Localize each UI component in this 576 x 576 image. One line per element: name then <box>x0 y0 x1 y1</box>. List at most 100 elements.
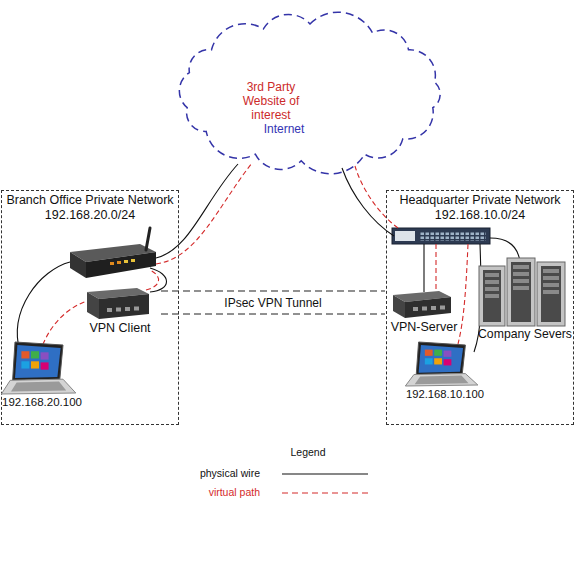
device-port <box>134 307 139 311</box>
drive-bay <box>513 265 529 269</box>
tunnel-inner <box>161 292 385 314</box>
region-title: 192.168.20.0/24 <box>3 208 177 223</box>
laptop-bezel <box>416 342 465 375</box>
laptop-screen <box>419 345 463 373</box>
device-port <box>440 306 445 310</box>
network-region: VPN Client 192.168.20.100 Branch Office Pr… <box>1 190 179 425</box>
device-port <box>413 307 418 311</box>
router-front <box>86 252 156 278</box>
drive-bay <box>485 287 499 291</box>
legend-row: physical wire <box>150 464 390 483</box>
screen-tile <box>444 351 452 357</box>
screen-tile <box>21 361 29 368</box>
region-title: Headquarter Private Network <box>388 193 572 208</box>
drive-bay <box>513 279 529 283</box>
laptop-keyboard <box>11 381 66 391</box>
device-label: Company Severs <box>475 328 575 340</box>
switch-panel <box>395 231 415 241</box>
drive-bay <box>513 286 529 290</box>
device-side <box>87 292 99 319</box>
tunnel-label: IPsec VPN Tunnel <box>221 296 324 310</box>
virtual-path <box>146 270 159 290</box>
server-front <box>511 262 531 322</box>
device-side <box>393 295 405 318</box>
device-front <box>99 294 149 319</box>
drive-bay <box>543 269 559 273</box>
laptop-base <box>405 374 478 386</box>
laptop-host: 192.168.20.100 <box>0 340 85 411</box>
cloud-text: 3rd Party Website of interest <box>228 80 314 122</box>
vpn-device: VPN Client <box>79 282 161 337</box>
router-port <box>117 261 121 264</box>
vpn-device: VPN-Server <box>385 285 463 336</box>
device-front <box>405 297 451 318</box>
legend: physical wire virtual path <box>150 464 390 502</box>
device-port <box>431 306 436 310</box>
server-group: Company Severs <box>475 254 575 343</box>
drive-bay <box>485 273 499 277</box>
virtual-path <box>458 244 468 344</box>
physical-wire <box>17 262 70 352</box>
server-case <box>507 258 535 326</box>
device-label: VPN-Server <box>385 321 463 333</box>
server-front <box>483 270 501 322</box>
region-title: 192.168.10.0/24 <box>388 208 572 223</box>
screen-tile <box>425 350 433 356</box>
server-case <box>537 262 565 326</box>
drive-bay <box>543 290 559 294</box>
laptop-base <box>1 379 75 394</box>
router-antenna <box>146 228 150 250</box>
screen-tile <box>444 359 452 365</box>
device-port <box>125 307 130 311</box>
virtual-path <box>156 163 252 264</box>
screen-tile <box>434 358 442 364</box>
device-label: 192.168.20.100 <box>0 396 85 408</box>
router-port <box>110 262 114 265</box>
device-port <box>107 308 112 312</box>
virtual-path <box>355 166 398 228</box>
network-region: VPN-Server 192.168.10.100 Company Severs He… <box>386 190 574 425</box>
drive-bay <box>543 283 559 287</box>
device-label: VPN Client <box>79 322 161 334</box>
legend-row: virtual path <box>150 483 390 502</box>
device-port <box>116 308 121 312</box>
screen-tile <box>425 358 433 364</box>
server-front <box>541 266 561 322</box>
laptop-host: 192.168.10.100 <box>403 340 487 403</box>
drive-bay <box>485 280 499 284</box>
legend-text: physical wire <box>150 467 260 480</box>
legend-swatch <box>282 468 370 480</box>
tunnel-outline <box>161 291 385 315</box>
virtual-path <box>435 244 436 292</box>
device-port <box>422 307 427 311</box>
router-side <box>70 252 86 278</box>
laptop-screen <box>15 345 61 378</box>
drive-bay <box>513 272 529 276</box>
physical-wire <box>423 244 424 292</box>
laptop-bezel <box>13 342 63 380</box>
legend-sample <box>282 473 368 474</box>
region-title: Branch Office Private Network <box>3 193 177 208</box>
screen-tile <box>31 351 39 358</box>
router-port <box>131 259 135 262</box>
physical-wire <box>156 164 238 258</box>
server-case <box>479 266 505 326</box>
legend-swatch <box>282 487 370 499</box>
drive-bay <box>485 294 499 298</box>
internet-cloud: 3rd Party Website of interestInternet <box>170 10 450 175</box>
legend-sample <box>282 492 368 493</box>
drive-bay <box>543 276 559 280</box>
cloud-outline <box>179 12 440 174</box>
screen-tile <box>31 361 39 368</box>
screen-tile <box>41 352 49 359</box>
device-label: 192.168.10.100 <box>403 388 487 400</box>
laptop-keyboard <box>415 376 469 385</box>
switch-ports <box>420 231 486 241</box>
router-port <box>124 260 128 263</box>
cloud-text: Internet <box>228 122 314 136</box>
screen-tile <box>21 351 29 358</box>
screen-tile <box>434 350 442 356</box>
screen-tile <box>41 362 49 369</box>
legend-title: Legend <box>290 446 325 459</box>
